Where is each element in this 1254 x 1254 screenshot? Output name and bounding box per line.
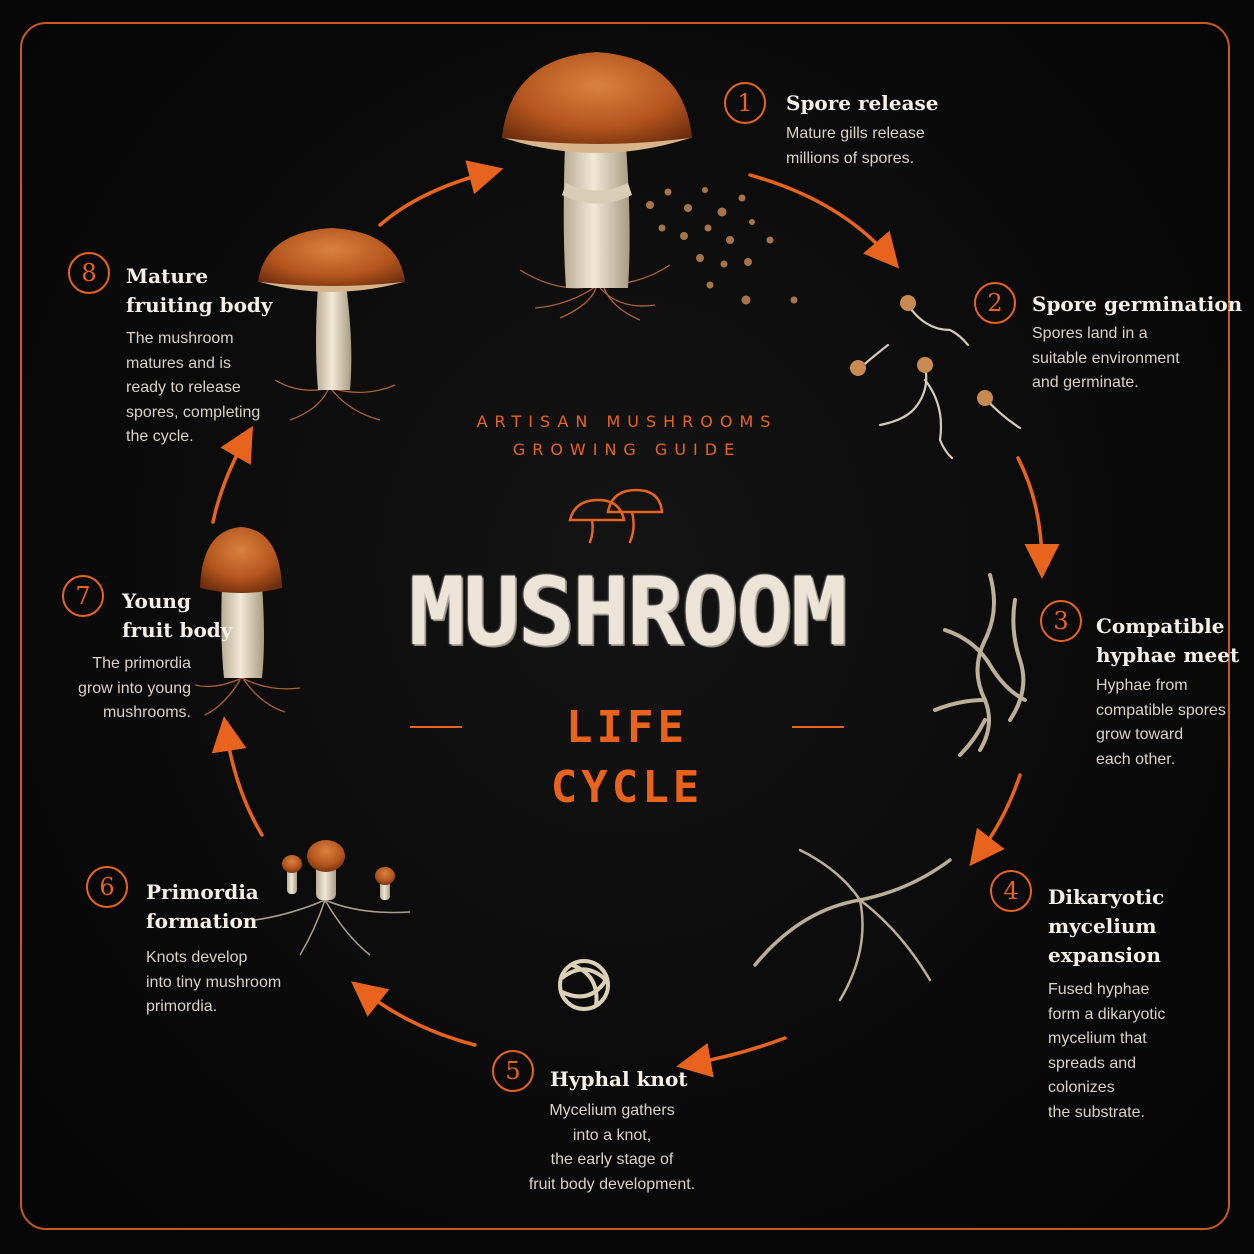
- stage-4-badge: 4: [990, 870, 1032, 912]
- stage-5-badge: 5: [492, 1050, 534, 1092]
- stage-5-description: Mycelium gathers into a knot, the early …: [528, 1102, 696, 1193]
- stage-7-title: Young fruit body: [122, 589, 233, 642]
- stage-1-title: Spore release: [786, 91, 939, 115]
- arrow-8-to-1: [378, 160, 504, 227]
- stage-3-description: Hyphae from compatible spores grow towar…: [1096, 677, 1226, 768]
- stage-7-badge: 7: [62, 575, 104, 617]
- stage-2-description: Spores land in a suitable environment an…: [1032, 325, 1180, 391]
- arrow-7-to-8: [211, 425, 253, 524]
- stage-6-badge: 6: [86, 866, 128, 908]
- arrow-4-to-5: [676, 1036, 787, 1078]
- mature-mushroom-icon: [258, 228, 405, 421]
- subtitle-rule-right: [792, 726, 844, 728]
- primordia-icon: [254, 840, 411, 956]
- hyphae-strands-icon: [933, 573, 1027, 757]
- mushroom-releasing-spores-icon: [502, 52, 798, 321]
- stage-3-badge: 3: [1040, 600, 1082, 642]
- arrow-5-to-6: [351, 981, 477, 1047]
- stage-1-description: Mature gills release millions of spores.: [786, 125, 925, 167]
- stage-2-title: Spore germination: [1032, 292, 1243, 316]
- subtitle: LIFE CYCLE: [550, 702, 704, 813]
- stage-6-description: Knots develop into tiny mushroom primord…: [146, 949, 282, 1015]
- arrow-3-to-4: [969, 773, 1022, 867]
- stage-5-title: Hyphal knot: [550, 1067, 688, 1091]
- stage-4-title: Dikaryotic mycelium expansion: [1048, 885, 1165, 967]
- brand-line-2: GROWING GUIDE: [512, 440, 742, 459]
- mushroom-pair-icon: [568, 488, 664, 544]
- stage-8-description: The mushroom matures and is ready to rel…: [126, 330, 261, 445]
- main-title: MUSHROOM: [408, 558, 848, 667]
- stage-2-badge: 2: [974, 282, 1016, 324]
- stage-1-badge: 1: [724, 82, 766, 124]
- stage-8-title: Mature fruiting body: [126, 264, 273, 317]
- germinating-spores-icon: [850, 295, 1022, 460]
- stage-4-description: Fused hyphae form a dikaryotic mycelium …: [1048, 981, 1166, 1121]
- mycelium-network-icon: [753, 848, 952, 1002]
- hyphal-knot-icon: [558, 959, 610, 1011]
- arrow-6-to-7: [211, 716, 264, 837]
- brand-line-1: ARTISAN MUSHROOMS: [476, 412, 778, 431]
- stage-3-title: Compatible hyphae meet: [1096, 614, 1240, 667]
- young-mushroom-icon: [194, 527, 301, 716]
- arrow-2-to-3: [1016, 456, 1060, 579]
- subtitle-rule-left: [410, 726, 462, 728]
- cycle-arrows: [211, 160, 1060, 1078]
- arrow-1-to-2: [748, 173, 900, 269]
- stage-8-badge: 8: [68, 252, 110, 294]
- stage-6-title: Primordia formation: [146, 880, 259, 933]
- stage-7-description: The primordia grow into young mushrooms.: [78, 655, 191, 721]
